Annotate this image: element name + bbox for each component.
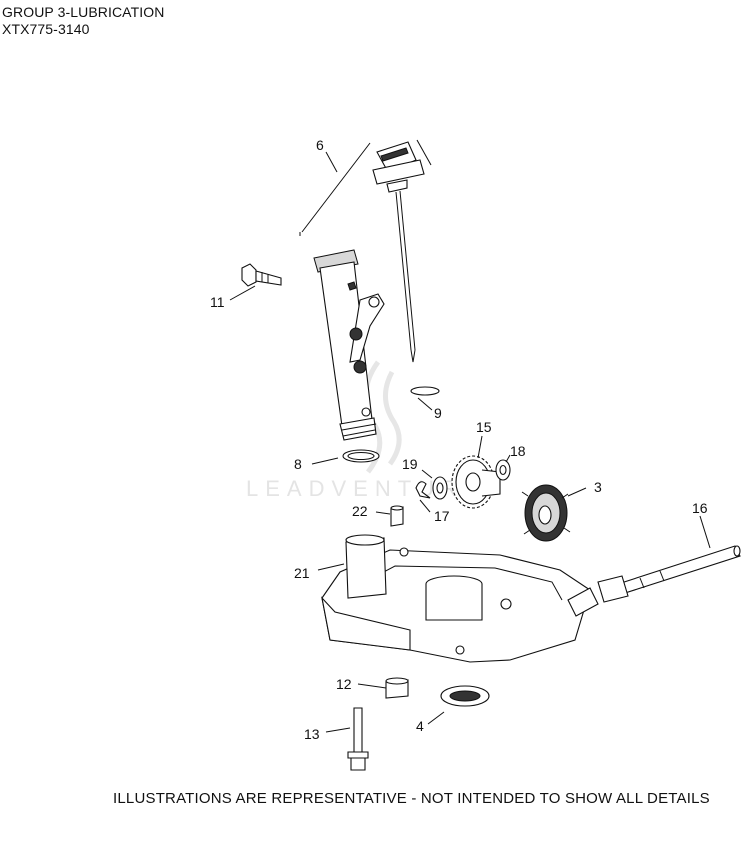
bolt-13-part: [347, 707, 369, 771]
bolt-part: [241, 263, 282, 287]
model-number: XTX775-3140: [2, 21, 90, 37]
callout-17: 17: [434, 508, 450, 524]
leader-lines: [229, 285, 711, 733]
governor-gear-part: [521, 484, 571, 542]
oil-fill-tube-part: [313, 249, 385, 441]
callout-18: 18: [510, 443, 526, 459]
o-ring-9-part: [410, 386, 440, 396]
callout-11: 11: [210, 294, 225, 310]
callout-12: 12: [336, 676, 352, 692]
group-title: GROUP 3-LUBRICATION: [2, 4, 165, 20]
callout-19: 19: [402, 456, 418, 472]
callout-16: 16: [692, 500, 708, 516]
clip-17-part: [415, 481, 431, 499]
disclaimer-text: ILLUSTRATIONS ARE REPRESENTATIVE - NOT I…: [113, 790, 710, 807]
dipstick-part: [372, 141, 425, 363]
dowel-pin-part: [390, 505, 404, 527]
crankcase-part: [321, 534, 599, 663]
callout-labels: 6 11 9 8 15 18 19 3 22 17 16 21 12 4 13: [210, 137, 708, 742]
watermark-text: LEADVENTURE: [246, 476, 486, 501]
gear-15-part: [451, 455, 501, 509]
callout-15: 15: [476, 419, 492, 435]
washer-18-part: [495, 459, 511, 481]
callout-3: 3: [594, 479, 602, 495]
shaft-part: [597, 545, 741, 603]
callout-4: 4: [416, 718, 424, 734]
callout-21: 21: [294, 565, 310, 581]
o-ring-8-part: [342, 449, 380, 463]
callout-6-bracket: [299, 139, 432, 236]
callout-8: 8: [294, 456, 302, 472]
callout-6: 6: [316, 137, 324, 153]
callout-22: 22: [352, 503, 368, 519]
seal-4-part: [440, 685, 490, 707]
callout-9: 9: [434, 405, 442, 421]
washer-19-part: [432, 476, 448, 500]
callout-13: 13: [304, 726, 320, 742]
plug-12-part: [385, 677, 409, 699]
